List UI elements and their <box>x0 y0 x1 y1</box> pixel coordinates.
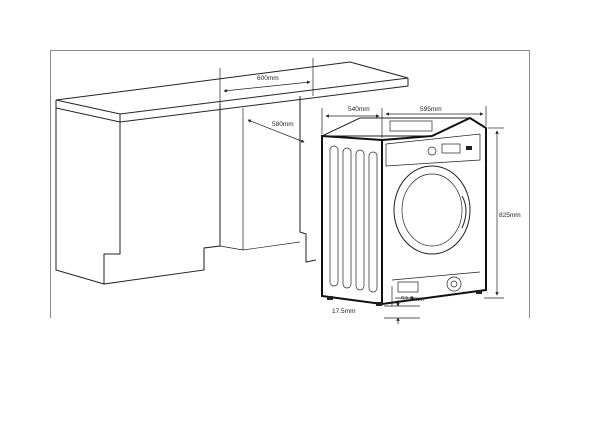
cabinet-width-label: 600mm <box>257 75 279 82</box>
worktop-front-edge <box>55 100 121 123</box>
foot-height-label: 17.5mm <box>332 308 355 315</box>
filter-cover-icon <box>446 276 462 292</box>
washing-machine <box>321 116 487 306</box>
machine-height-label: 825mm <box>499 212 521 219</box>
left-cabinet-front <box>103 104 221 285</box>
cabinet-width-line <box>223 80 311 93</box>
power-button <box>466 146 472 150</box>
door-outer-ring <box>393 165 471 255</box>
base-recess-label: 52.5mm <box>401 296 424 303</box>
door-glass <box>401 173 463 247</box>
kick-plate-line <box>391 271 481 281</box>
diagram-frame <box>50 50 530 318</box>
cabinet-left-side <box>55 108 105 285</box>
cabinet-depth-label: 580mm <box>272 121 294 128</box>
control-panel <box>385 133 481 167</box>
machine-width-label: 595mm <box>420 106 442 113</box>
filter-knob-icon <box>450 280 458 288</box>
program-dial-icon <box>427 146 437 156</box>
cabinet-depth-line <box>247 119 305 143</box>
machine-front <box>381 116 487 305</box>
right-cabinet-edge <box>299 96 317 263</box>
display-screen <box>441 143 461 154</box>
machine-side <box>321 134 383 306</box>
door-handle <box>461 195 467 229</box>
top-panel <box>389 120 433 132</box>
base-recess-panel <box>397 281 419 293</box>
machine-depth-label: 540mm <box>348 106 370 113</box>
side-grooves <box>329 145 378 293</box>
adjustable-feet <box>327 290 482 306</box>
worktop-side-edge <box>119 78 409 123</box>
recess-floor-line <box>219 241 301 251</box>
dimension-lines <box>219 58 504 324</box>
kitchen-cabinets <box>55 61 409 285</box>
